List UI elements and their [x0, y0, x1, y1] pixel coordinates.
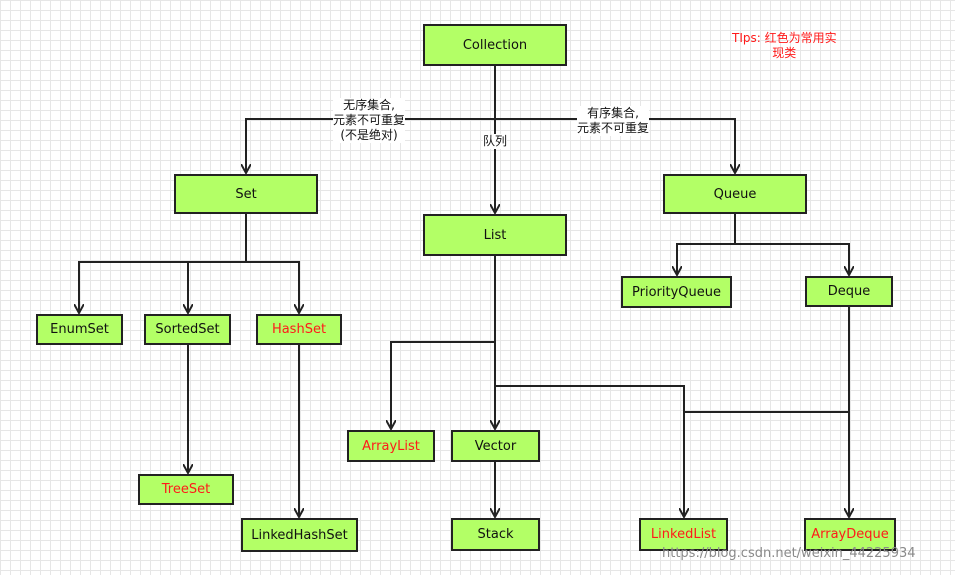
node-queue: Queue	[663, 174, 807, 214]
edge-queue-deque	[735, 243, 849, 274]
edge-label-set: 无序集合, 元素不可重复 (不是绝对)	[333, 98, 406, 143]
node-stack: Stack	[451, 518, 540, 551]
node-linkedlist: LinkedList	[639, 518, 728, 551]
node-priorityqueue: PriorityQueue	[621, 276, 732, 308]
node-set: Set	[174, 174, 318, 214]
node-deque: Deque	[805, 276, 893, 307]
node-treeset: TreeSet	[138, 474, 234, 505]
edge-list-linkedlist	[495, 385, 684, 516]
edge-label-queue: 有序集合, 元素不可重复	[577, 106, 650, 136]
watermark: https://blog.csdn.net/weixin_44225934	[662, 546, 916, 561]
edge-list-arraylist	[391, 256, 496, 428]
node-sortedset: SortedSet	[144, 314, 231, 345]
edge-set-children	[79, 214, 247, 312]
edge-queue-priorityqueue	[677, 214, 736, 274]
edge-label-list: 队列	[483, 134, 508, 149]
node-enumset: EnumSet	[36, 314, 123, 345]
tips-note: TIps: 红色为常用实 现类	[732, 31, 837, 60]
edge-set-hashset	[246, 261, 299, 312]
node-list: List	[423, 214, 567, 256]
node-arraydeque: ArrayDeque	[804, 518, 896, 551]
node-collection: Collection	[423, 24, 567, 66]
node-linkedhashset: LinkedHashSet	[241, 518, 358, 552]
node-hashset: HashSet	[256, 314, 342, 345]
node-arraylist: ArrayList	[347, 430, 435, 462]
node-vector: Vector	[451, 430, 540, 462]
edge-collection-queue	[495, 118, 735, 172]
